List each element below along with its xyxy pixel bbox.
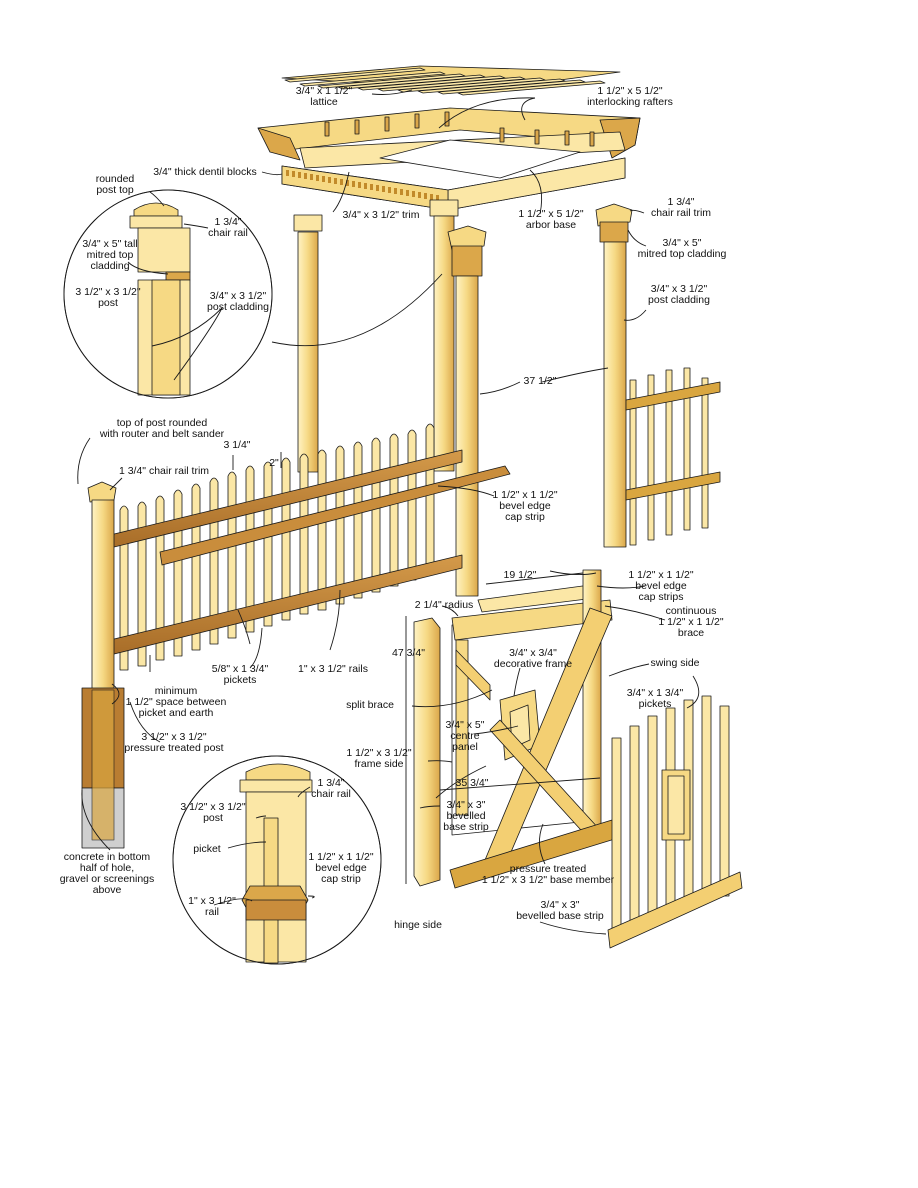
- label-pickets-gate: 3/4" x 1 3/4"pickets: [626, 687, 684, 710]
- right-fence-section: [625, 367, 721, 546]
- label-frame-side: 1 1/2" x 3 1/2"frame side: [346, 747, 412, 770]
- label-chair-rail-trim-right: 1 3/4"chair rail trim: [650, 196, 712, 219]
- label-trim: 3/4" x 3 1/2" trim: [342, 209, 420, 221]
- gate-pickets-right: [607, 695, 743, 949]
- label-dim-47: 47 3/4": [392, 647, 425, 659]
- label-hinge-side: hinge side: [394, 919, 442, 931]
- label-pickets-fence: 5/8" x 1 3/4"pickets: [211, 663, 269, 686]
- label-dim-35: 35 3/4": [455, 777, 489, 789]
- label-mitred-top-right: 3/4" x 5"mitred top cladding: [637, 237, 727, 260]
- label-rafters: 1 1/2" x 5 1/2"interlocking rafters: [587, 85, 673, 108]
- rafters: [257, 107, 641, 179]
- left-fence-rails: [109, 449, 511, 656]
- leader-lines: [77, 89, 700, 935]
- left-fence-post: [81, 481, 125, 849]
- label-chair-rail-trim-left: 1 3/4" chair rail trim: [118, 465, 210, 477]
- arbor-post-back-right: [429, 199, 459, 472]
- detail-circle-post-top: [63, 189, 273, 399]
- label-dim-37: 37 1/2": [523, 375, 557, 387]
- label-post-bottom: 3 1/2" x 3 1/2"post: [180, 801, 246, 824]
- label-dim-2: 2": [269, 457, 279, 469]
- gate-frame-hinge-side: [413, 617, 441, 887]
- dimension-lines: [149, 452, 601, 884]
- label-lattice: 3/4" x 1 1/2"lattice: [295, 85, 353, 108]
- label-picket-bottom: picket: [193, 843, 221, 855]
- label-post-cladding-detail: 3/4" x 3 1/2"post cladding: [207, 290, 269, 313]
- label-post-cladding-right: 3/4" x 3 1/2"post cladding: [648, 283, 710, 306]
- label-chair-rail-bottom: 1 3/4"chair rail: [311, 777, 351, 800]
- label-chair-rail-detail: 1 3/4"chair rail: [208, 216, 248, 239]
- arbor-base: [281, 157, 626, 211]
- label-bevelled-base-gate: 3/4" x 3"bevelled base strip: [516, 899, 604, 922]
- label-pt-post: 3 1/2" x 3 1/2"pressure treated post: [124, 731, 224, 754]
- arbor-post-front-right: [595, 203, 633, 548]
- label-dim-3-1-4: 3 1/4": [223, 439, 251, 451]
- label-post-detail: 3 1/2" x 3 1/2"post: [75, 286, 141, 309]
- lattice: [281, 65, 621, 96]
- arbor-post-back-left: [293, 214, 323, 473]
- label-radius: 2 1/4" radius: [414, 599, 474, 611]
- label-arbor-base: 1 1/2" x 5 1/2"arbor base: [518, 208, 584, 231]
- label-rails: 1" x 3 1/2" rails: [298, 663, 368, 675]
- label-swing-side: swing side: [650, 657, 700, 669]
- label-split-brace: split brace: [346, 699, 394, 711]
- label-rail-bottom: 1" x 3 1/2"rail: [188, 895, 236, 918]
- label-dim-19: 19 1/2": [503, 569, 537, 581]
- gate-frame: [449, 569, 619, 889]
- label-decorative-frame: 3/4" x 3/4"decorative frame: [493, 647, 573, 670]
- arbor-post-front-left: [447, 225, 487, 597]
- label-dentil: 3/4" thick dentil blocks: [153, 166, 257, 178]
